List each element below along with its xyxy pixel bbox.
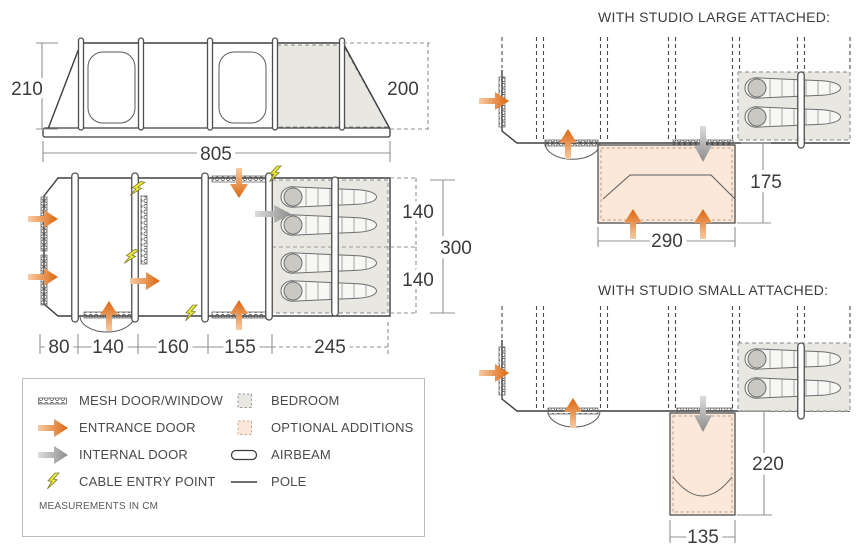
legend-item: POLE: [229, 468, 414, 495]
entrance-door-icon: [37, 418, 69, 437]
dimension-label: 200: [387, 79, 419, 100]
dimension-label: 140: [402, 270, 434, 291]
bottom-dimensions: 80 140 160 155 245: [39, 322, 389, 363]
studio-small-title: WITH STUDIO SMALL ATTACHED:: [598, 282, 829, 298]
dimension-label: 135: [687, 527, 719, 548]
legend-label: INTERNAL DOOR: [79, 447, 189, 462]
mesh-panels: [498, 346, 733, 415]
bedroom-icon: [229, 393, 261, 409]
side-elevation-diagram: 210 805 200: [7, 37, 430, 170]
dimension-label: 220: [752, 454, 784, 475]
depth-dimension: 220: [737, 410, 788, 516]
height-left-dimension: 210: [7, 42, 58, 130]
legend-item: BEDROOM: [229, 387, 414, 414]
studio-large-title: WITH STUDIO LARGE ATTACHED:: [598, 9, 831, 25]
legend-label: AIRBEAM: [271, 447, 331, 462]
dimension-label: 300: [440, 238, 472, 259]
legend-right-column: BEDROOM OPTIONAL ADDITIONS AIRBEAM POLE: [229, 387, 414, 495]
width-dimension: 290: [597, 227, 736, 257]
sleeping-bag: [280, 186, 377, 208]
bedroom-shaded-area: [276, 44, 391, 128]
height-right-dimension: 200: [343, 42, 430, 130]
legend-item: ENTRANCE DOOR: [37, 414, 223, 441]
airbeam: [797, 71, 805, 149]
groundsheet-bar: [42, 127, 391, 138]
entrance-door-arrow: [230, 168, 248, 198]
cable-entry-icon: [184, 304, 198, 322]
legend-box: MESH DOOR/WINDOW ENTRANCE DOOR INTERNAL …: [22, 378, 425, 537]
legend-item: CABLE ENTRY POINT: [37, 468, 223, 495]
dimension-label: 210: [11, 79, 43, 100]
mesh-icon: [37, 396, 69, 406]
legend-label: CABLE ENTRY POINT: [79, 474, 216, 489]
sleeping-bag: [744, 377, 841, 399]
dimension-label: 160: [157, 337, 189, 358]
dimension-label: 155: [224, 337, 256, 358]
length-dimension: 805: [42, 140, 391, 170]
legend-label: BEDROOM: [271, 393, 340, 408]
right-dimensions: 140 140 300: [390, 177, 476, 314]
cut-beam-stubs: [501, 37, 851, 141]
pole-icon: [229, 480, 261, 484]
sleeping-bag: [744, 106, 841, 128]
legend-item: INTERNAL DOOR: [37, 441, 223, 468]
studio-large-diagram: 175 290: [479, 37, 851, 257]
sleeping-bag: [744, 77, 841, 99]
mesh-panels: [498, 76, 734, 147]
dimension-label: 80: [48, 337, 69, 358]
window-outline: [218, 51, 267, 124]
studio-large-area: [597, 144, 736, 224]
width-dimension: 135: [669, 520, 736, 553]
depth-dimension: 175: [737, 142, 786, 224]
internal-door-icon: [37, 445, 69, 464]
legend-label: POLE: [271, 474, 307, 489]
door-arc: [79, 315, 135, 333]
cable-entry-icon: [37, 472, 69, 490]
dimension-label: 140: [402, 202, 434, 223]
optional-additions-icon: [229, 420, 261, 436]
sleeping-bag: [280, 280, 377, 302]
airbeam: [797, 342, 805, 420]
legend-item: MESH DOOR/WINDOW: [37, 387, 223, 414]
legend-label: OPTIONAL ADDITIONS: [271, 420, 414, 435]
sleeping-bag: [280, 214, 377, 236]
dimension-label: 245: [314, 337, 346, 358]
dimension-label: 805: [200, 144, 232, 165]
window-outline: [87, 51, 136, 124]
legend-label: ENTRANCE DOOR: [79, 420, 196, 435]
sleeping-bag: [280, 252, 377, 274]
entrance-door-arrows: [479, 364, 582, 428]
studio-small-diagram: 220 135: [479, 306, 851, 553]
legend-item: AIRBEAM: [229, 441, 414, 468]
floorplan-top-view: 80 140 160 155 245 140 140 300: [28, 165, 476, 363]
airbeam-poles: [77, 37, 346, 131]
dimension-label: 175: [750, 172, 782, 193]
sleeping-bag: [744, 348, 841, 370]
airbeams: [71, 172, 339, 323]
legend-label: MESH DOOR/WINDOW: [79, 393, 224, 408]
dimension-label: 290: [651, 231, 683, 252]
legend-left-column: MESH DOOR/WINDOW ENTRANCE DOOR INTERNAL …: [37, 387, 223, 495]
dimension-label: 140: [92, 337, 124, 358]
legend-item: OPTIONAL ADDITIONS: [229, 414, 414, 441]
measurements-note: MEASUREMENTS IN CM: [39, 501, 159, 512]
airbeam-icon: [229, 449, 261, 461]
